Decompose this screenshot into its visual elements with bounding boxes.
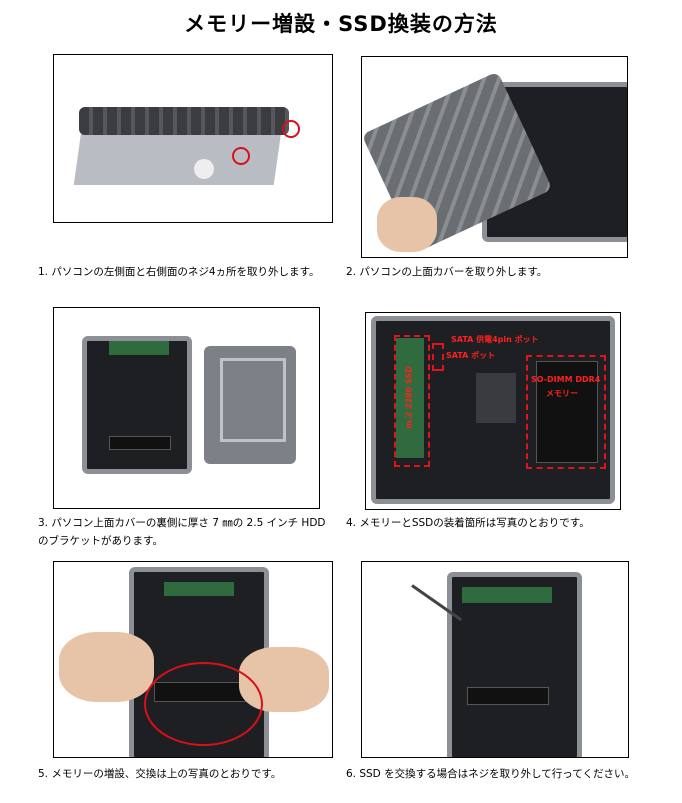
memory-highlight [526, 355, 606, 469]
photo-step-3 [53, 307, 320, 509]
caption-step-2: 2. パソコンの上面カバーを取り外します。 [346, 266, 548, 278]
page-title: メモリー増設・SSD換装の方法 [184, 12, 498, 36]
label-memory-2: メモリー [546, 389, 578, 398]
memory-circle [144, 662, 263, 746]
label-sata-power: SATA 供電4pin ポット [451, 335, 539, 344]
caption-step-4: 4. メモリーとSSDの装着箇所は写真のとおりです。 [346, 517, 590, 529]
caption-step-3-line1: 3. パソコン上面カバーの裏側に厚さ 7 ㎜の 2.5 インチ HDD [38, 517, 326, 529]
photo-step-4: SATA 供電4pin ポット SATA ポット m.2 2280 SSD SO… [365, 312, 621, 510]
caption-step-3-line2: のブラケットがあります。 [38, 535, 163, 547]
caption-step-1: 1. パソコンの左側面と右側面のネジ4ヵ所を取り外します。 [38, 266, 320, 278]
label-ssd: m.2 2280 SSD [404, 366, 414, 429]
label-memory-1: SO-DIMM DDR4 [531, 375, 601, 384]
photo-step-1 [53, 54, 333, 223]
sata-port-highlight [432, 343, 444, 371]
photo-step-5 [53, 561, 333, 758]
ssd-highlight [394, 335, 430, 467]
photo-step-2 [361, 56, 628, 258]
label-sata-port: SATA ポット [446, 351, 496, 360]
photo-step-6 [361, 561, 629, 758]
caption-step-6: 6. SSD を交換する場合はネジを取り外して行ってください。 [346, 768, 635, 780]
caption-step-5: 5. メモリーの増設、交換は上の写真のとおりです。 [38, 768, 282, 780]
